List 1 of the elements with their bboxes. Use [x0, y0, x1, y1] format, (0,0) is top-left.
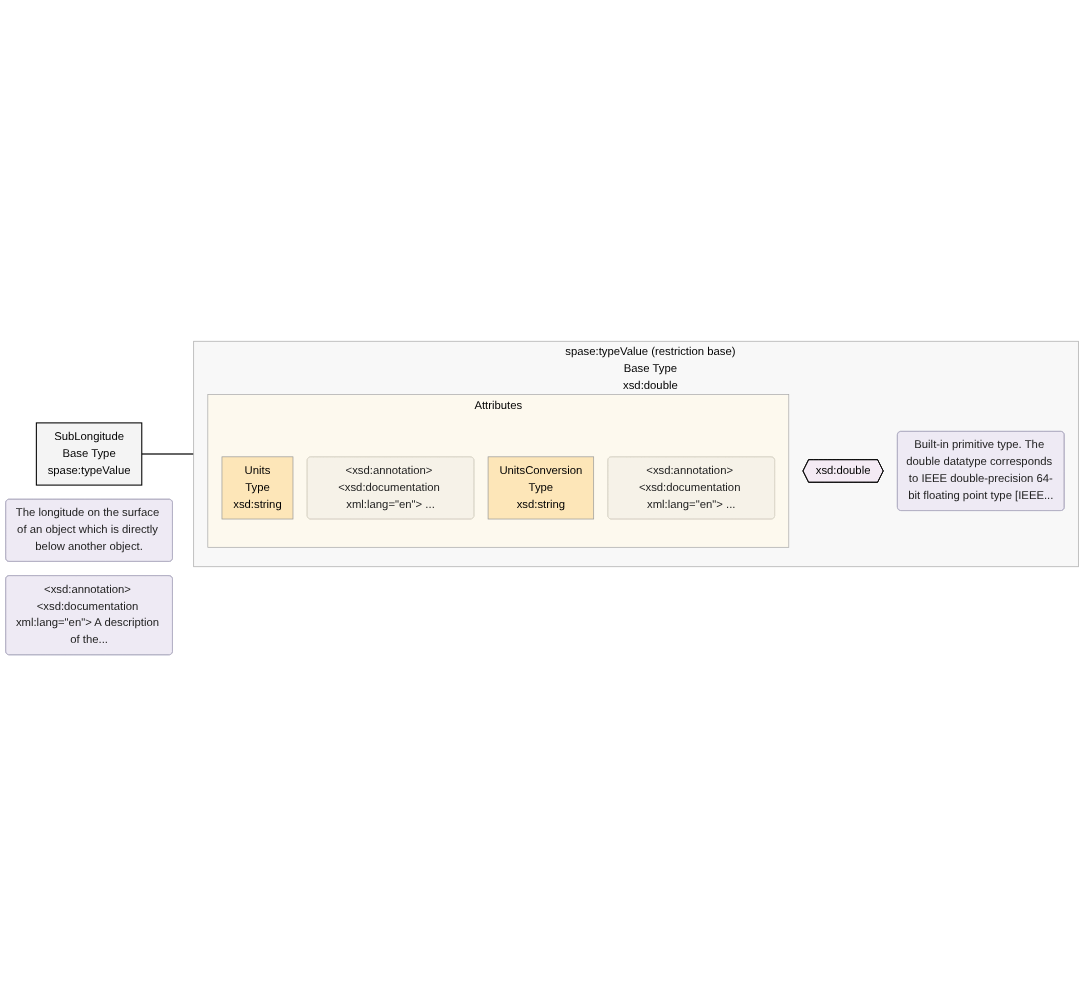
connector — [141, 453, 195, 455]
